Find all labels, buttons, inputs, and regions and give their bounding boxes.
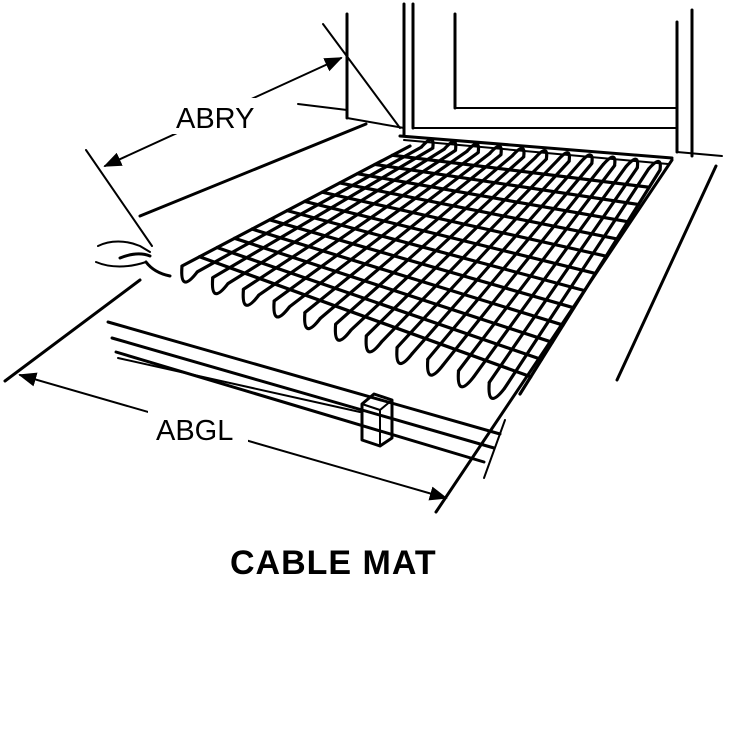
mat-long-wire <box>320 190 608 258</box>
mat-cross-wire <box>426 161 594 361</box>
mat-cross-wire <box>272 150 480 303</box>
mat-loop-far <box>420 138 435 149</box>
mat-loop-near <box>303 312 322 331</box>
mat-cross-wire <box>226 147 446 286</box>
mat-long-wire <box>268 218 576 310</box>
mat-long-wire <box>373 162 641 207</box>
mat-loop-near <box>210 277 230 296</box>
mat-long-wire <box>338 181 619 241</box>
mat-loop-far <box>488 144 503 155</box>
mat-cross-wire <box>349 156 537 332</box>
abgl-label-mask <box>148 410 248 446</box>
abry-label-mask <box>172 98 264 134</box>
mat-cross-wire <box>180 144 412 268</box>
mat-loop-near <box>241 289 261 307</box>
mat-long-wire <box>197 255 533 379</box>
mat-cross-wire <box>503 167 651 390</box>
mat-cross-wire <box>364 157 548 338</box>
cable-mat-grid <box>180 138 662 400</box>
mat-cross-wire <box>410 160 583 355</box>
mat-cross-wire <box>195 145 423 274</box>
mat-loop-far <box>511 146 526 158</box>
mat-long-wire <box>250 227 565 327</box>
mat-loop-far <box>601 155 617 166</box>
mat-cross-wire <box>456 164 617 373</box>
mat-long-wire <box>390 153 651 189</box>
mat-cross-wire <box>441 162 605 367</box>
mat-long-wire <box>215 245 544 362</box>
mat-loop-near <box>333 324 353 342</box>
mat-cross-wire <box>395 159 571 350</box>
mat-loop-far <box>579 153 594 164</box>
mat-loop-far <box>556 151 572 162</box>
mat-cross-wire <box>257 149 469 297</box>
mat-loop-near <box>364 335 383 354</box>
dimension-label-abgl: ABGL <box>156 415 233 447</box>
mat-long-wire <box>355 172 630 224</box>
mat-cross-wire <box>241 148 458 291</box>
mat-loop-far <box>533 148 549 160</box>
mat-cross-wire <box>334 155 526 326</box>
mat-cross-wire <box>518 168 662 396</box>
mat-cross-wire <box>287 152 492 309</box>
mat-cross-wire <box>487 166 639 384</box>
mat-cross-wire <box>318 154 514 320</box>
mat-loop-far <box>647 159 662 171</box>
mat-long-wire <box>303 199 597 275</box>
mat-loop-near <box>425 358 445 377</box>
mat-cross-wire <box>472 165 628 379</box>
mat-loop-far <box>624 157 640 169</box>
mat-loop-near <box>272 300 291 319</box>
mat-long-wire <box>285 209 587 293</box>
dimension-label-abry: ABRY <box>176 103 254 135</box>
mat-loop-near <box>180 265 199 284</box>
mat-cross-wire <box>211 146 435 280</box>
mat-cross-wire <box>303 153 503 315</box>
mat-loop-far <box>465 142 481 153</box>
mat-long-wire <box>233 236 554 344</box>
mat-cross-wire <box>380 158 560 344</box>
mat-loop-near <box>456 370 476 389</box>
cable-lead <box>95 240 172 278</box>
mat-loop-far <box>442 140 458 151</box>
mat-loop-near <box>487 382 506 400</box>
caption-title: CABLE MAT <box>230 544 437 582</box>
mat-loop-near <box>395 347 414 365</box>
